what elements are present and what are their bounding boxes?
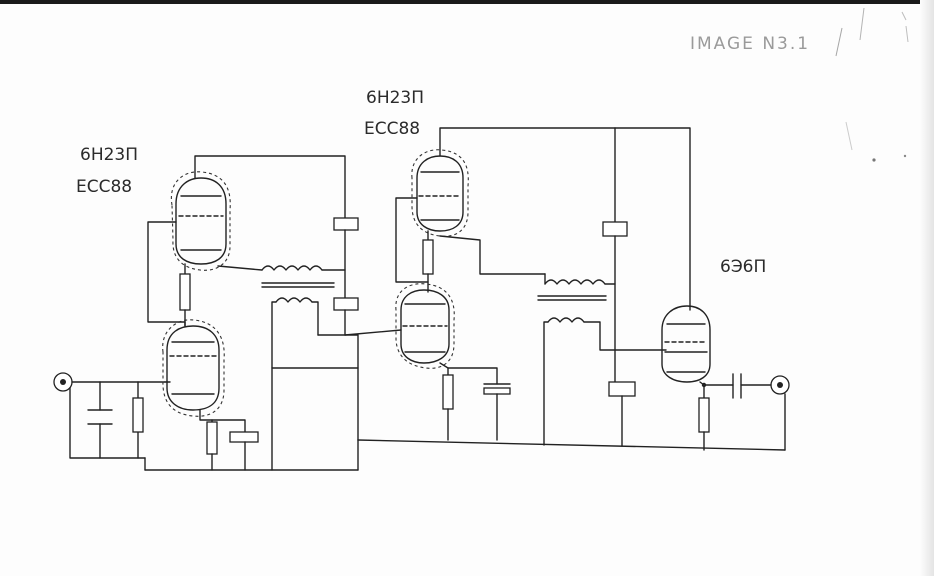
stage2-cathode-resistor (442, 374, 454, 410)
input-capacitor (87, 409, 113, 425)
stage1-lower-tube-shield (162, 319, 225, 417)
output-coupling-capacitor (732, 373, 742, 399)
stage1-anode-wire (194, 155, 346, 219)
stage1-tube-label-ru: 6Н23П (80, 145, 138, 165)
stage2-cathode-wire (439, 362, 449, 376)
stage2-anode-to-transformer-wire (439, 235, 546, 275)
pencil-marks (835, 7, 909, 162)
stage1-coupling-capacitor-top (333, 217, 359, 231)
stage1-transformer (217, 265, 346, 471)
stage1-tube-label-eu: ECC88 (76, 177, 132, 197)
stage2-supply-capacitor (602, 221, 628, 383)
stage2-lower-grid-wire (344, 329, 402, 336)
stage2-upper-tube (416, 155, 464, 232)
stage1-upper-tube (175, 177, 227, 265)
stage1-interstage-resistor (179, 273, 191, 311)
stage2-tube-label-eu: ECC88 (364, 119, 420, 139)
stage1-bypass-wire (211, 419, 246, 433)
output-cathode-resistor (698, 397, 710, 433)
stage1-upper-tube-shield (170, 171, 231, 271)
ground-bus (69, 387, 786, 471)
stage1-lower-tube (166, 325, 220, 411)
stage2-tube-label-ru: 6Н23П (366, 88, 424, 108)
scan-right-edge (920, 0, 934, 576)
image-title: IMAGE N3.1 (690, 34, 810, 54)
stage1-cathode-wire (199, 409, 213, 423)
input-network (71, 381, 166, 471)
scan-top-edge (0, 0, 934, 4)
stage2-transformer (537, 273, 667, 446)
stage1-coupling-capacitor-bottom (317, 297, 359, 441)
output-jack (770, 375, 790, 395)
grid-resistor (132, 397, 144, 433)
output-tube (661, 305, 711, 383)
stage2-interstage-resistor (422, 239, 434, 275)
stage2-lower-tube (400, 289, 450, 364)
stage2-cathode-capacitor (483, 383, 511, 441)
stage2-anode-supply-wire (439, 127, 691, 311)
input-jack (53, 372, 73, 392)
output-tube-label: 6Э6П (720, 257, 766, 277)
stage2-grid-wire (395, 197, 429, 283)
output-supply-capacitor (608, 381, 636, 447)
stage2-lower-tube-shield (395, 283, 455, 369)
stage1-cathode-resistor (206, 421, 218, 455)
stage1-cathode-capacitor (229, 431, 259, 471)
stage2-bypass-wire (447, 367, 498, 385)
